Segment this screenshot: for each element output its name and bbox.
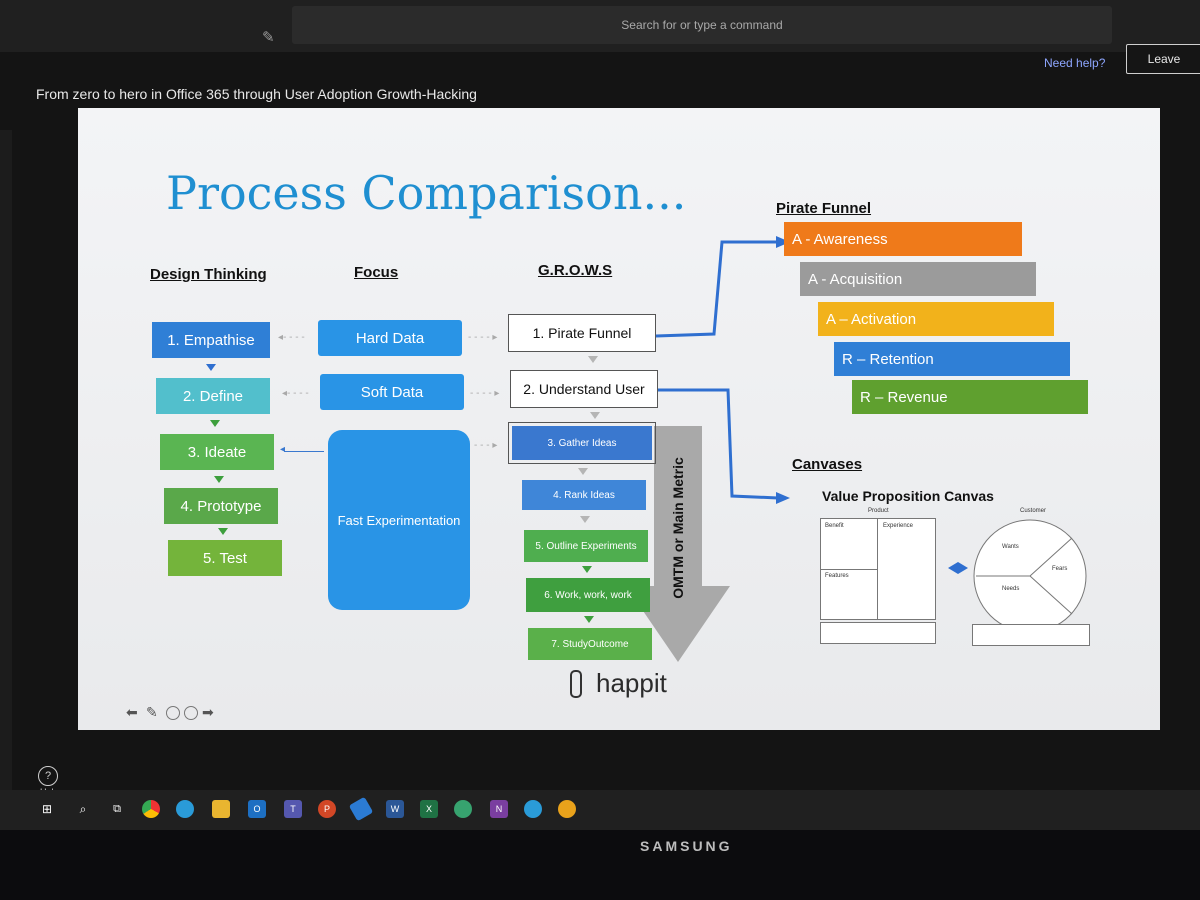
search-icon[interactable]: ⌕ xyxy=(79,801,87,816)
pointer-icon[interactable] xyxy=(166,706,180,720)
design-step-ideate: 3. Ideate xyxy=(160,434,274,470)
grows-step-work: 6. Work, work, work xyxy=(526,578,650,612)
down-arrow xyxy=(580,516,590,523)
product-notes-box xyxy=(820,622,936,644)
down-arrow xyxy=(578,468,588,475)
grows-step-understand-user: 2. Understand User xyxy=(510,370,658,408)
monitor-brand: SAMSUNG xyxy=(640,838,733,854)
customer-canvas xyxy=(973,519,1087,633)
product-label: Product xyxy=(868,508,889,514)
next-slide-icon[interactable]: ➡ xyxy=(202,704,214,720)
down-arrow xyxy=(590,412,600,419)
word-icon[interactable]: W xyxy=(386,800,404,818)
focus-soft-data: Soft Data xyxy=(320,374,464,410)
funnel-acquisition: A - Acquisition xyxy=(800,262,1036,296)
connector-lines xyxy=(655,236,968,574)
search-input[interactable]: Search for or type a command xyxy=(292,6,1112,44)
wants-label: Wants xyxy=(1002,544,1019,550)
need-help-link[interactable]: Need help? xyxy=(1044,56,1106,70)
product-canvas: Benefit Experience Features xyxy=(820,518,936,620)
fears-label: Fears xyxy=(1052,566,1068,572)
edge-canary-icon[interactable] xyxy=(558,800,576,818)
grows-step-pirate-funnel: 1. Pirate Funnel xyxy=(508,314,656,352)
right-arrow: - - - ▸ xyxy=(474,440,498,451)
focus-header: Focus xyxy=(354,264,399,281)
grows-step-outline-experiments: 5. Outline Experiments xyxy=(524,530,648,562)
monitor-bezel xyxy=(0,830,1200,900)
leave-button[interactable]: Leave xyxy=(1126,44,1200,74)
down-arrow xyxy=(214,476,224,483)
presentation-slide: Process Comparison... Design Thinking Fo… xyxy=(78,108,1160,730)
excel-icon[interactable]: X xyxy=(420,800,438,818)
windows-icon[interactable]: ⊞ xyxy=(41,802,53,816)
focus-hard-data: Hard Data xyxy=(318,320,462,356)
happit-logo-icon xyxy=(570,670,582,698)
file-explorer-icon[interactable] xyxy=(212,800,230,818)
help-icon[interactable]: ? xyxy=(38,766,58,786)
prev-slide-icon[interactable]: ⬅ xyxy=(126,704,138,720)
compose-icon[interactable]: ✎ xyxy=(262,29,275,46)
grows-step-gather-ideas: 3. Gather Ideas xyxy=(508,422,656,464)
canvases-header: Canvases xyxy=(792,456,863,473)
funnel-revenue: R – Revenue xyxy=(852,380,1088,414)
left-rail xyxy=(0,130,12,810)
down-arrow xyxy=(210,420,220,427)
connector-line xyxy=(284,451,324,452)
funnel-retention: R – Retention xyxy=(834,342,1070,376)
focus-fast-experimentation: Fast Experimentation xyxy=(328,430,470,610)
chrome-icon[interactable] xyxy=(142,800,160,818)
grows-header: G.R.O.W.S xyxy=(538,262,613,279)
down-arrow xyxy=(206,364,216,371)
grows-step-study-outcome: 7. StudyOutcome xyxy=(528,628,652,660)
powerpoint-icon[interactable]: P xyxy=(318,800,336,818)
outlook-icon[interactable]: O xyxy=(248,800,266,818)
features-label: Features xyxy=(825,573,849,579)
onenote-icon[interactable]: N xyxy=(490,800,508,818)
down-arrow xyxy=(218,528,228,535)
grows-step-rank-ideas: 4. Rank Ideas xyxy=(522,480,646,510)
needs-label: Needs xyxy=(1002,586,1020,592)
down-arrow xyxy=(588,356,598,363)
benefit-label: Benefit xyxy=(825,523,844,529)
funnel-awareness: A - Awareness xyxy=(784,222,1022,256)
customer-notes-box xyxy=(972,624,1090,646)
pirate-funnel-header: Pirate Funnel xyxy=(776,200,872,217)
teams-icon[interactable]: T xyxy=(284,800,302,818)
value-proposition-canvas-title: Value Proposition Canvas xyxy=(822,488,994,504)
meeting-title: From zero to hero in Office 365 through … xyxy=(36,86,477,102)
right-arrow: - - - - ▸ xyxy=(468,332,498,343)
experience-label: Experience xyxy=(883,523,914,529)
windows-taskbar xyxy=(0,790,1200,830)
design-step-empathise: 1. Empathise xyxy=(152,322,270,358)
down-arrow xyxy=(584,616,594,623)
omtm-arrow-icon xyxy=(634,426,730,662)
design-thinking-header: Design Thinking xyxy=(150,266,267,283)
funnel-activation: A – Activation xyxy=(818,302,1054,336)
left-arrow: ◂ xyxy=(280,444,286,455)
slide-title: Process Comparison... xyxy=(166,166,687,220)
down-arrow xyxy=(582,566,592,573)
edge-icon[interactable] xyxy=(176,800,194,818)
left-arrow: ◂- - - - xyxy=(282,388,309,399)
design-step-prototype: 4. Prototype xyxy=(164,488,278,524)
left-arrow: ◂- - - - xyxy=(278,332,305,343)
happit-logo: happit xyxy=(596,668,667,698)
more-options-icon[interactable] xyxy=(184,706,198,720)
customer-label: Customer xyxy=(1020,508,1047,514)
pen-icon[interactable]: ✎ xyxy=(146,704,158,720)
right-arrow: - - - - ▸ xyxy=(470,388,500,399)
design-step-define: 2. Define xyxy=(156,378,270,414)
edge-beta-icon[interactable] xyxy=(524,800,542,818)
design-step-test: 5. Test xyxy=(168,540,282,576)
edge-dev-icon[interactable] xyxy=(454,800,472,818)
task-view-icon[interactable]: ⧉ xyxy=(113,802,121,815)
